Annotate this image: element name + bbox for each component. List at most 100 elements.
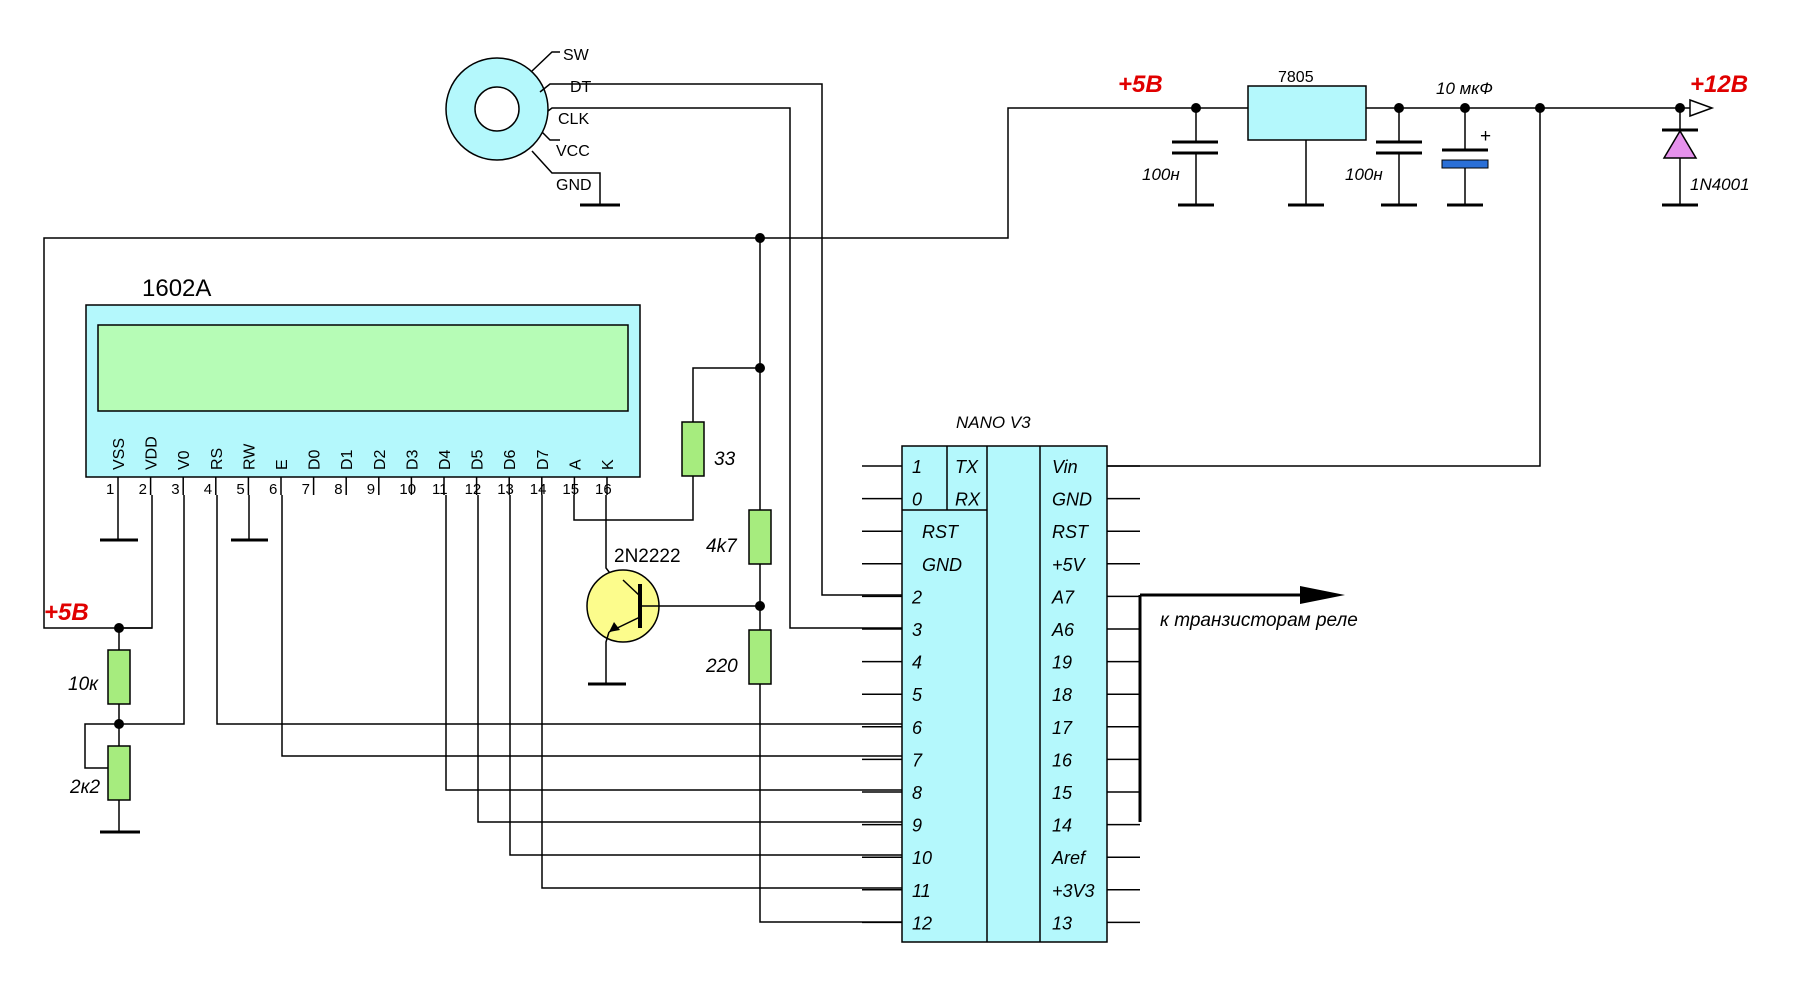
lcd-pin-label: RW [241, 443, 258, 470]
nano-pins: 10RSTGND23456789101112TXRXVinGNDRST+5VA7… [862, 457, 1140, 933]
lcd-pin-number: 2 [139, 481, 147, 498]
wire-e [281, 495, 902, 757]
nano-left-pin: 11 [912, 881, 931, 901]
lcd-pin-number: 3 [171, 481, 179, 498]
lcd-pin-label: VSS [111, 438, 128, 470]
junction-vdd [114, 623, 124, 633]
lcd-pin-label: D5 [470, 449, 487, 470]
lcd-pin-number: 1 [106, 481, 114, 498]
wire-a [573, 468, 694, 521]
resistor-220 [748, 629, 772, 685]
label-cap2: 100н [1345, 165, 1383, 184]
nano-right-pin: Vin [1052, 457, 1078, 477]
label-2k2: 2к2 [69, 777, 101, 798]
lcd-pin-number: 10 [399, 481, 416, 498]
lcd-pin-label: D7 [535, 449, 552, 470]
encoder-pin-vcc: VCC [556, 143, 590, 160]
lcd-pin-label: RS [209, 448, 226, 470]
nano-left-pin: 4 [912, 653, 922, 673]
encoder-shaft [474, 86, 520, 132]
transistor-collector [622, 579, 641, 597]
wire-vin [1107, 108, 1541, 467]
lcd-pin-label: D6 [502, 449, 519, 470]
lcd-pin-number: 13 [497, 481, 514, 498]
nano-left-pin: 5 [912, 685, 923, 705]
lcd-pin-number: 11 [432, 481, 448, 498]
label-cap-polarity: + [1480, 126, 1491, 147]
nano-right-pin: A7 [1051, 587, 1075, 607]
nano-right-pin: 18 [1052, 685, 1072, 705]
label-220: 220 [705, 656, 738, 677]
lcd-pin-number: 6 [269, 481, 277, 498]
lcd-title: 1602A [142, 275, 211, 302]
encoder-leg-vcc [541, 131, 560, 141]
encoder-leg-gnd [531, 150, 601, 205]
lcd-pin-number: 15 [562, 481, 579, 498]
nano-left-pin: 8 [912, 783, 922, 803]
nano-right-pin: +3V3 [1052, 881, 1095, 901]
label-relay: к транзисторам реле [1160, 610, 1358, 631]
nano-left-pin: 6 [912, 718, 923, 738]
lcd-pin-number: 4 [204, 481, 212, 498]
junction-5v-top [755, 233, 765, 243]
encoder-pin-sw: SW [563, 47, 590, 64]
wire-dt [539, 83, 902, 596]
nano-right-pin: 15 [1052, 783, 1073, 803]
nano-left-pin: 10 [912, 848, 932, 868]
transistor-arrow [609, 622, 620, 632]
diode-1n4001 [1662, 129, 1698, 159]
lcd-pin-number: 7 [302, 481, 310, 498]
nano-title: NANO V3 [956, 413, 1031, 432]
lcd-pin-label: D4 [437, 449, 454, 470]
wire-v0 [119, 495, 185, 725]
label-4k7: 4k7 [706, 536, 738, 557]
nano-left-pin: 0 [912, 490, 922, 510]
nano-left-pin: 7 [912, 750, 923, 770]
lcd-screen [97, 324, 629, 412]
nano-left-pin: 9 [912, 816, 922, 836]
lcd-pin-label: D1 [339, 449, 356, 470]
lcd-pin-label: V0 [176, 450, 193, 470]
nano-right-pin: +5V [1052, 555, 1087, 575]
regulator-7805 [1247, 85, 1367, 141]
nano-right-pin: 19 [1052, 653, 1072, 673]
relay-arrow-icon [1300, 586, 1345, 604]
lcd-pin-number: 5 [236, 481, 244, 498]
nano-right-pin: 16 [1052, 750, 1073, 770]
nano-right-pin: 14 [1052, 816, 1072, 836]
cap-elec-plate-bottom [1441, 159, 1489, 169]
wire-d7 [541, 495, 902, 889]
wire-pot-wiper [84, 723, 119, 769]
lcd-pin-number: 9 [367, 481, 375, 498]
nano-body [901, 445, 1108, 943]
wire-vdd [118, 627, 152, 650]
input-12v-arrow [1689, 98, 1715, 118]
lcd-pin-number: 8 [334, 481, 342, 498]
label-plus5-left: +5В [44, 599, 89, 626]
nano-left-pin: 3 [912, 620, 922, 640]
lcd-pins: VSS1VDD2V03RS4RW5E6D07D18D29D310D411D512… [106, 436, 617, 498]
nano-left-pin: 2 [911, 587, 922, 607]
nano-right-pin: 17 [1052, 718, 1073, 738]
lcd-pin-label: D3 [404, 449, 421, 470]
wire-d6 [509, 495, 902, 856]
wire-emitter [605, 631, 610, 684]
wire-rs [216, 495, 902, 725]
label-cap-elec: 10 мкФ [1436, 79, 1493, 98]
nano-right-pin: 13 [1052, 913, 1072, 933]
label-transistor: 2N2222 [614, 546, 681, 567]
encoder-leg-sw [531, 51, 560, 72]
lcd-pin-label: K [600, 459, 617, 470]
encoder-pin-gnd: GND [556, 177, 592, 194]
label-33: 33 [714, 449, 736, 470]
encoder-pin-clk: CLK [558, 111, 589, 128]
wire-220-d12 [759, 684, 902, 923]
lcd-pin-number: 16 [595, 481, 612, 498]
lcd-pin-number: 12 [465, 481, 482, 498]
nano-right-pin: A6 [1051, 620, 1075, 640]
resistor-4k7 [748, 509, 772, 565]
nano-left-pin: 1 [912, 457, 922, 477]
lcd-pin-label: E [274, 459, 291, 470]
label-plus5-top: +5В [1118, 71, 1163, 98]
